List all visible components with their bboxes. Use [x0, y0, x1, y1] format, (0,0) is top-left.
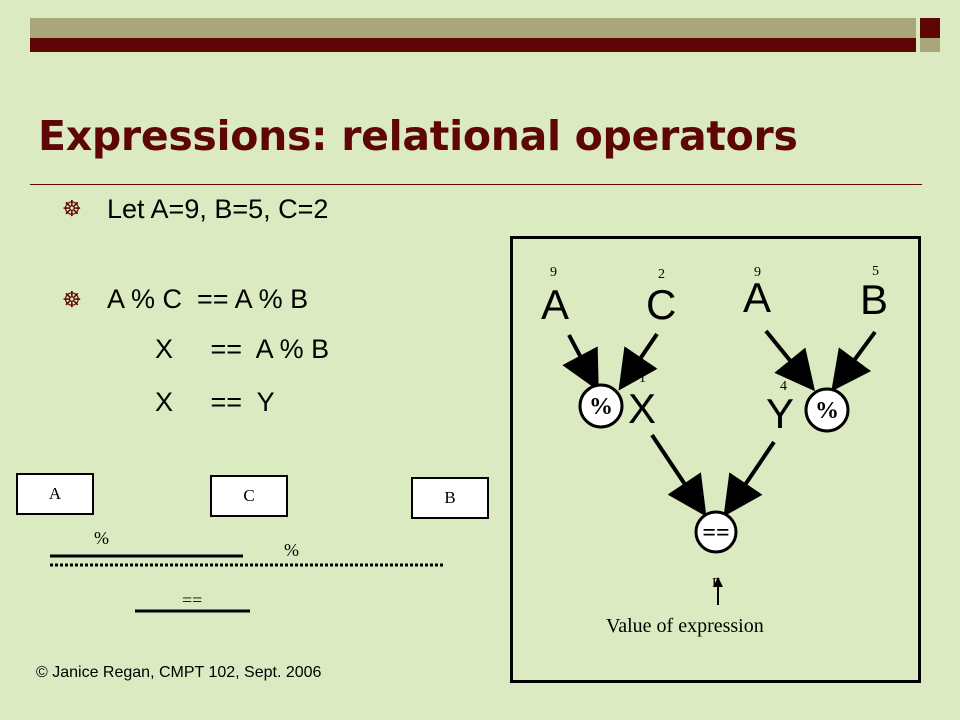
- sketch-lines: [50, 554, 443, 613]
- header-square-bottom: [920, 38, 940, 52]
- mod-op-right: %: [815, 398, 839, 424]
- leaf-b-value: 5: [872, 264, 879, 279]
- result-x: X: [628, 385, 656, 432]
- arrow-b-to-mod: [831, 330, 877, 392]
- leaf-a-value: 9: [550, 265, 557, 280]
- sketch-box-a: A: [16, 473, 94, 515]
- leaf-a2: A: [743, 274, 771, 321]
- bullet-assignments: Let A=9, B=5, C=2: [107, 194, 329, 224]
- sketch-box-c: C: [210, 475, 288, 517]
- tree-caption: Value of expression: [606, 615, 764, 637]
- bullet-expression: A % C == A % B: [107, 284, 309, 314]
- leaf-c: C: [646, 281, 676, 328]
- sketch-op-right: %: [284, 540, 299, 560]
- compare-node: [694, 510, 738, 554]
- sketch-op-bottom: ==: [182, 590, 203, 610]
- title-divider: [30, 184, 922, 185]
- mod-op-left: %: [589, 394, 613, 420]
- result-x-value: 1: [639, 371, 646, 386]
- sketch-op-left: %: [94, 528, 109, 548]
- wheel-bullet-icon: ☸: [62, 196, 82, 221]
- mod-node-right: [804, 387, 850, 433]
- compare-op: ==: [702, 520, 729, 546]
- expression-step-1: X == A % B: [155, 334, 330, 364]
- sketch-box-b: B: [411, 477, 489, 519]
- expression-step-2: X == Y: [155, 387, 275, 417]
- header-bar-top: [30, 18, 916, 38]
- leaf-a: A: [541, 281, 569, 328]
- leaf-c-value: 2: [658, 267, 665, 282]
- arrow-a2-to-mod: [764, 329, 816, 392]
- leaf-a2-value: 9: [754, 265, 761, 280]
- leaf-b: B: [860, 276, 888, 323]
- arrow-c-to-mod: [618, 332, 659, 391]
- arrow-y-to-compare: [723, 440, 776, 517]
- arrow-a-to-mod: [562, 334, 599, 392]
- header-square-top: [920, 18, 940, 38]
- result-y: Y: [766, 390, 794, 437]
- header-bar-bottom: [30, 38, 916, 52]
- mod-node-left: [578, 383, 624, 429]
- expression-tree: 9 2 9 5 A C A B % % 1 X 4 Y == F Value: [541, 264, 888, 637]
- result-y-value: 4: [780, 379, 787, 394]
- expression-tree-panel: 9 2 9 5 A C A B % % 1 X 4 Y == F Value: [510, 236, 921, 683]
- footer-credit: © Janice Regan, CMPT 102, Sept. 2006: [36, 664, 322, 681]
- wheel-bullet-icon: ☸: [62, 287, 82, 312]
- arrow-x-to-compare: [650, 433, 707, 517]
- slide-title: Expressions: relational operators: [38, 112, 798, 160]
